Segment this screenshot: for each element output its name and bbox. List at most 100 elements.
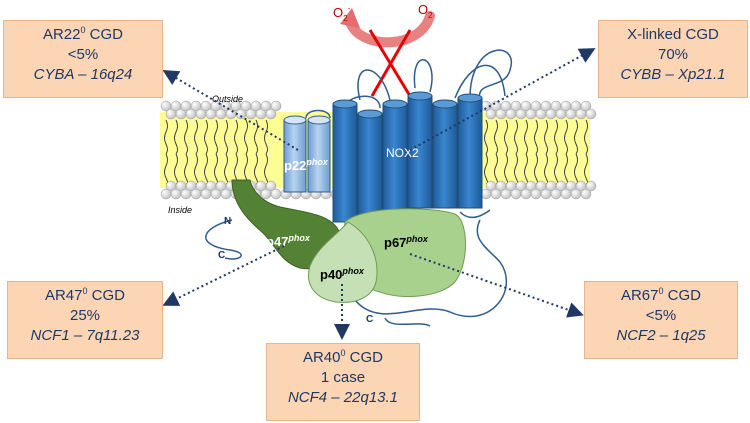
- p40phox-subunit: [308, 221, 378, 303]
- lipid-tail: [534, 119, 538, 155]
- ar22-cgd-box: AR220 CGD <5% CYBA – 16q24: [3, 20, 163, 98]
- lipid-head: [170, 188, 182, 200]
- lipid-tail: [574, 119, 578, 155]
- c-terminus-p67-label: C: [366, 314, 373, 325]
- lipid-head: [580, 100, 592, 112]
- lipid-head: [265, 180, 277, 192]
- nox2-helix: [432, 103, 458, 209]
- lipid-head: [560, 188, 572, 200]
- p22phox-subunit: [283, 109, 331, 193]
- lipid-head: [540, 188, 552, 200]
- xlinked-frequency: 70%: [657, 46, 689, 63]
- lipid-head: [160, 188, 172, 200]
- inside-label: Inside: [168, 205, 192, 215]
- lipid-tail: [194, 119, 198, 155]
- ar67-title: AR670 CGD: [620, 286, 702, 305]
- lipid-head: [510, 188, 522, 200]
- ar47-frequency: 25%: [69, 307, 101, 324]
- nox2-label: NOX2: [386, 146, 419, 160]
- p40phox-label: p40phox: [320, 266, 365, 282]
- lipid-head: [500, 188, 512, 200]
- nox2-helix-cap: [407, 91, 433, 101]
- lipid-tail: [244, 119, 248, 155]
- o2-right-label: O2: [418, 2, 433, 20]
- nox2-helix-cap: [357, 109, 383, 119]
- nox2-helix: [382, 103, 408, 217]
- lipid-head: [585, 180, 597, 192]
- c-terminus-p47-label: C: [218, 250, 225, 261]
- nox2-helix-cap: [332, 99, 358, 109]
- lipid-head: [550, 188, 562, 200]
- lipid-tail: [184, 119, 188, 155]
- cross-line-b: [370, 29, 412, 97]
- xlinked-title: X-linked CGD: [627, 26, 719, 43]
- cytosolic-loops: [205, 209, 507, 327]
- lipid-head: [210, 188, 222, 200]
- pointer-ar47: [162, 245, 285, 306]
- lipid-tail: [224, 119, 228, 155]
- nox2-helix-cap: [382, 99, 408, 109]
- lipid-head: [570, 188, 582, 200]
- lipid-tails-top: [164, 119, 588, 155]
- lipid-tail: [494, 119, 498, 155]
- ar47-gene: NCF1 – 7q11.23: [30, 327, 140, 344]
- lipid-head: [270, 100, 282, 112]
- lipid-head: [220, 188, 232, 200]
- p67phox-label: p67phox: [384, 234, 429, 250]
- lipid-tail: [254, 119, 258, 155]
- nox2-helix-cap: [432, 99, 458, 109]
- lipid-tail: [174, 119, 178, 155]
- nox2-helix-cap: [457, 93, 483, 103]
- outside-label: Outside: [212, 94, 243, 104]
- lipid-head: [180, 188, 192, 200]
- nox2-helix: [407, 95, 433, 209]
- xlinked-gene: CYBB – Xp21.1: [620, 66, 726, 83]
- lipid-tail: [584, 119, 588, 155]
- ar40-gene: NCF4 – 22q13.1: [287, 389, 399, 406]
- lipid-tail: [554, 119, 558, 155]
- lipid-head: [530, 188, 542, 200]
- pointer-ar22: [162, 69, 299, 151]
- nox2-subunit: [332, 91, 483, 223]
- o2-left-label: O2-: [333, 4, 351, 23]
- nox2-helix: [357, 113, 383, 223]
- ar67-gene: NCF2 – 1q25: [616, 327, 706, 344]
- ar67-cgd-box: AR670 CGD <5% NCF2 – 1q25: [584, 281, 738, 359]
- xlinked-cgd-box: X-linked CGD 70% CYBB – Xp21.1: [598, 20, 748, 98]
- lipid-head: [190, 188, 202, 200]
- n-terminus-label: N: [224, 216, 231, 227]
- ar40-frequency: 1 case: [320, 369, 366, 386]
- ar47-title: AR470 CGD: [44, 286, 126, 305]
- ar67-frequency: <5%: [645, 307, 677, 324]
- lipid-tail: [214, 119, 218, 155]
- lipid-tail: [204, 119, 208, 155]
- lipid-head: [585, 108, 597, 120]
- lipid-head: [520, 188, 532, 200]
- lipid-tail: [484, 119, 488, 155]
- lipid-tail: [164, 119, 168, 155]
- lipid-tail: [264, 119, 268, 155]
- nox2-helix: [332, 103, 358, 223]
- lipid-tail: [234, 119, 238, 155]
- lipid-head: [490, 188, 502, 200]
- lipid-head: [260, 188, 272, 200]
- p47phox-label: p47phox: [266, 233, 311, 249]
- pointer-ar67: [409, 253, 584, 318]
- ar22-title: AR220 CGD: [42, 25, 124, 44]
- lipid-tail: [564, 119, 568, 155]
- p22phox-label: p22phox: [284, 157, 329, 173]
- superoxide-arrow: [340, 8, 435, 97]
- nox2-helix: [457, 97, 483, 209]
- lipid-heads-top: [160, 100, 597, 120]
- pointer-arrows: [162, 48, 596, 340]
- ar40-cgd-box: AR400 CGD 1 case NCF4 – 22q13.1: [266, 343, 420, 421]
- lipid-head: [580, 188, 592, 200]
- ar22-gene: CYBA – 16q24: [33, 66, 133, 83]
- lipid-tail: [544, 119, 548, 155]
- lipid-head: [265, 108, 277, 120]
- lipid-head: [270, 188, 282, 200]
- lipid-tail: [524, 119, 528, 155]
- lipid-tail: [514, 119, 518, 155]
- ar40-title: AR400 CGD: [302, 348, 384, 367]
